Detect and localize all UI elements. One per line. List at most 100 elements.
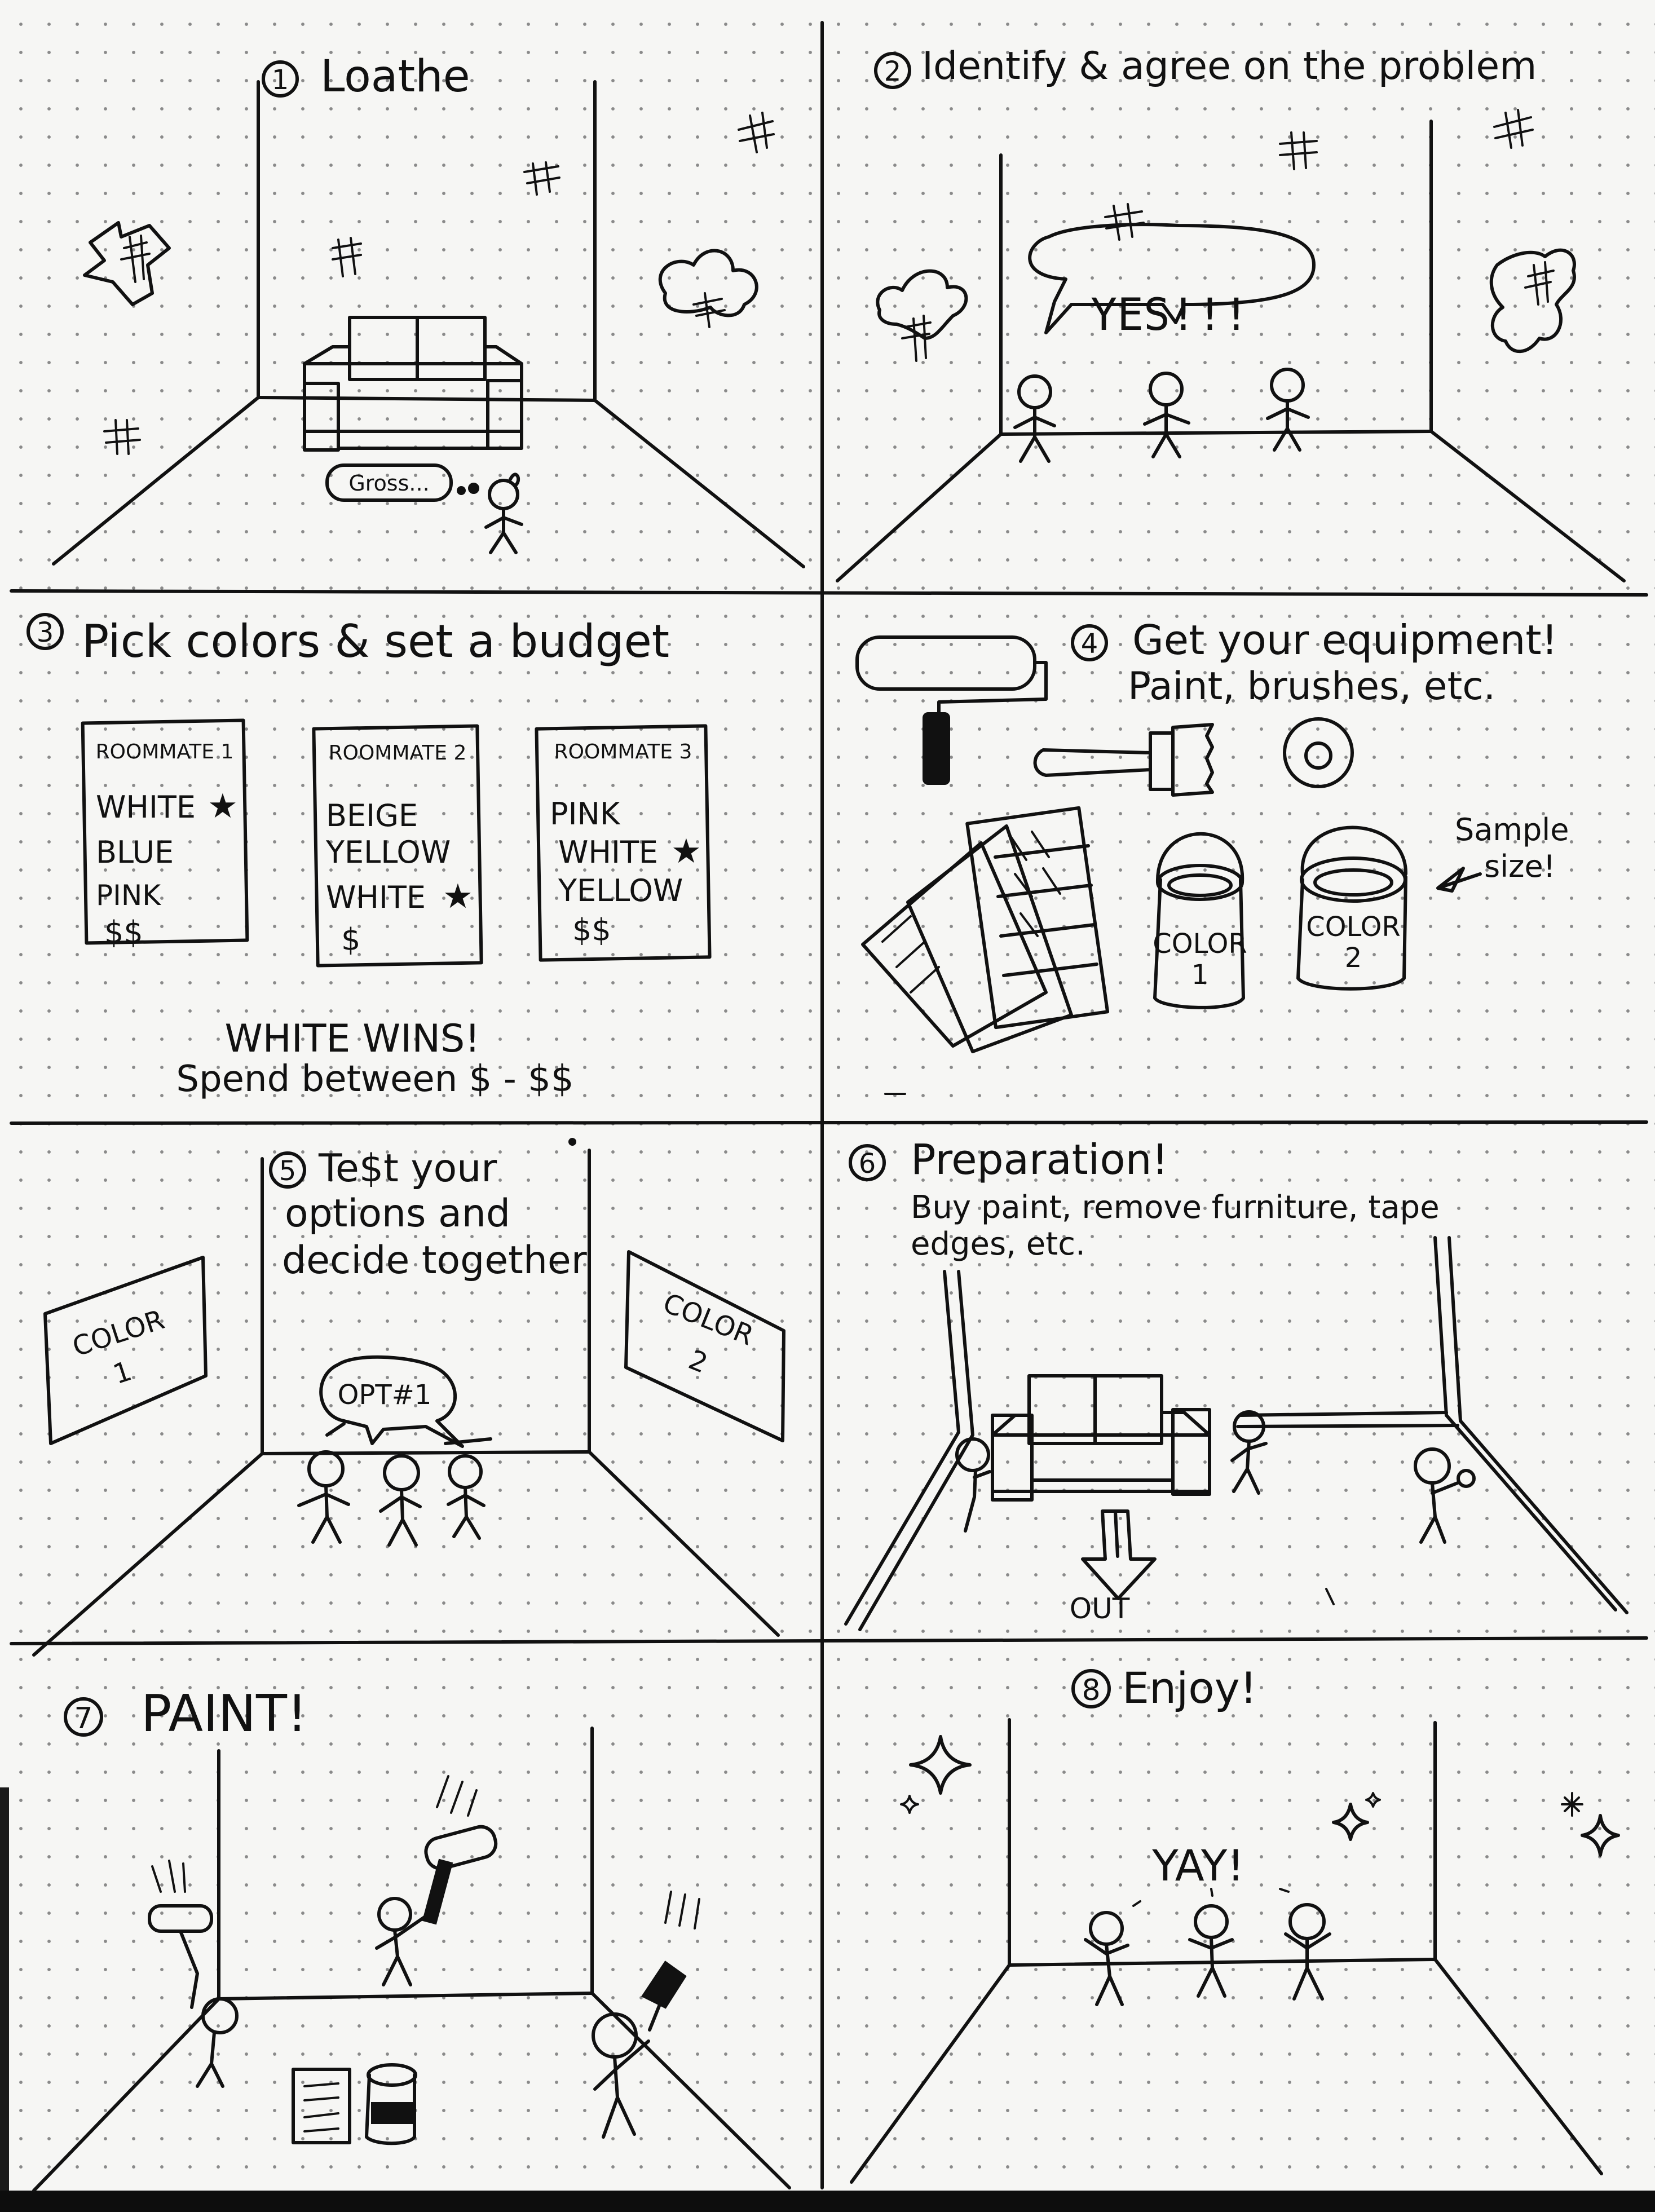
star-icon: ★ bbox=[208, 787, 238, 826]
stick-figure bbox=[1084, 1911, 1129, 2006]
card-line: WHITE bbox=[558, 835, 658, 870]
panel-1-room bbox=[52, 80, 805, 568]
tape-roll-icon bbox=[1283, 717, 1354, 788]
stain-right bbox=[1489, 248, 1576, 354]
paintbrush-icon bbox=[1033, 723, 1214, 797]
stick-figure bbox=[1230, 1410, 1268, 1495]
roommate-3-card: ROOMMATE 3 PINK WHITE ★ YELLOW $$ bbox=[535, 724, 712, 962]
panel-6-subtitle: Buy paint, remove furniture, tape bbox=[911, 1189, 1440, 1226]
card-line: $ bbox=[341, 922, 360, 957]
gross-bubble-text: Gross... bbox=[348, 471, 429, 496]
star-icon: ★ bbox=[443, 877, 473, 916]
panel-8-title: Enjoy! bbox=[1122, 1663, 1257, 1713]
stick-figure bbox=[484, 473, 523, 554]
yay-text: YAY! bbox=[1151, 1840, 1244, 1891]
sparkle-icon bbox=[1332, 1803, 1369, 1841]
panel-6-subtitle: edges, etc. bbox=[911, 1226, 1085, 1262]
panel-2-title: Identify & agree on the problem bbox=[922, 44, 1537, 89]
panel-4-subtitle: Paint, brushes, etc. bbox=[1128, 664, 1495, 709]
panel-5-number: 5 bbox=[279, 1155, 297, 1187]
white-wins-text: WHITE WINS! bbox=[224, 1017, 480, 1061]
swatch-label: COLOR bbox=[69, 1304, 169, 1363]
panel-4: 4 Get your equipment! Paint, brushes, et… bbox=[855, 616, 1569, 1095]
panel-8-number: 8 bbox=[1082, 1674, 1100, 1707]
brush-figure-right bbox=[592, 1891, 700, 2139]
stray-mark bbox=[1325, 1588, 1335, 1605]
panel-4-number: 4 bbox=[1081, 628, 1098, 660]
swatch-fan-icon bbox=[861, 806, 1110, 1053]
star-icon: ★ bbox=[671, 832, 701, 871]
panel-1-number: 1 bbox=[272, 64, 289, 96]
sparkle-icon bbox=[900, 1795, 919, 1814]
bubble-dot bbox=[468, 483, 479, 494]
card-line: $$ bbox=[104, 915, 143, 950]
budget-text: Spend between $ - $$ bbox=[176, 1058, 573, 1100]
panel-1-title: Loathe bbox=[320, 51, 470, 102]
bubble-dot bbox=[457, 486, 466, 495]
gross-bubble bbox=[325, 463, 453, 502]
panel-2-room bbox=[836, 120, 1626, 582]
panel-2-number-circle bbox=[874, 52, 911, 89]
stray-dot bbox=[568, 1138, 576, 1146]
panel-5: 5 Te$t your options and decide together … bbox=[32, 1138, 785, 1657]
panel-4-title: Get your equipment! bbox=[1132, 616, 1558, 664]
down-arrow-icon bbox=[1081, 1509, 1157, 1600]
card-heading: ROOMMATE 1 bbox=[96, 740, 234, 763]
panel-1-number-circle bbox=[262, 60, 299, 98]
panel-2: 2 Identify & agree on the problem YES!!! bbox=[836, 44, 1626, 582]
stain-right bbox=[658, 249, 758, 328]
stick-figure bbox=[955, 1437, 991, 1533]
card-line: WHITE bbox=[326, 880, 426, 915]
swatch-book-icon bbox=[292, 2068, 351, 2144]
panel-6-title: Preparation! bbox=[911, 1136, 1168, 1184]
panel-7-number: 7 bbox=[74, 1702, 92, 1736]
sparkle-icon bbox=[1561, 1792, 1583, 1817]
stick-figure bbox=[1143, 372, 1190, 458]
paint-can-icon bbox=[365, 2063, 417, 2145]
stain-left bbox=[876, 269, 968, 362]
can-label: COLOR bbox=[1306, 911, 1400, 943]
sofa bbox=[303, 316, 523, 452]
grime-marks-panel-1 bbox=[103, 112, 775, 455]
panel-6-number: 6 bbox=[859, 1148, 876, 1180]
stick-figure bbox=[1013, 374, 1056, 463]
sample-note: Sample bbox=[1455, 812, 1569, 847]
stray-mark bbox=[325, 1422, 492, 1445]
panel-4-number-circle bbox=[1071, 624, 1108, 661]
cheer-marks bbox=[1132, 1888, 1290, 1907]
card-line: PINK bbox=[550, 796, 621, 832]
roommate-1-card: ROOMMATE 1 WHITE ★ BLUE PINK $$ bbox=[81, 718, 249, 950]
panel-7-number-circle bbox=[64, 1697, 103, 1737]
panel-5-title: decide together bbox=[282, 1238, 587, 1283]
panel-3: 3 Pick colors & set a budget ROOMMATE 1 … bbox=[27, 613, 712, 1100]
panel-8: 8 Enjoy! YAY! bbox=[850, 1663, 1620, 2184]
stick-figure bbox=[379, 1454, 422, 1547]
panel-7-room bbox=[32, 1727, 791, 2192]
stick-figure bbox=[447, 1454, 486, 1540]
swatch-label: 2 bbox=[684, 1344, 712, 1379]
panel-8-room bbox=[850, 1718, 1603, 2184]
roller-figure-left bbox=[148, 1860, 239, 2088]
grime-marks-panel-2 bbox=[1104, 109, 1534, 241]
panel-grid bbox=[10, 21, 1648, 2189]
stick-figure bbox=[1188, 1904, 1234, 1998]
swatch-label: COLOR bbox=[659, 1287, 758, 1352]
scan-edge-bottom bbox=[0, 2191, 1655, 2212]
panel-8-number-circle bbox=[1071, 1669, 1111, 1708]
swatch-label: 1 bbox=[109, 1355, 135, 1390]
panel-6-number-circle bbox=[849, 1144, 886, 1181]
roller-figure-center bbox=[375, 1775, 498, 1986]
stick-figure bbox=[1284, 1903, 1331, 2001]
opt-speech-bubble bbox=[319, 1355, 464, 1448]
can-label: 2 bbox=[1345, 942, 1362, 974]
color-swatch-2: COLOR 2 bbox=[624, 1250, 785, 1442]
panel-1: 1 Loathe bbox=[52, 51, 805, 568]
yes-speech-bubble bbox=[1028, 223, 1316, 334]
paint-roller-icon bbox=[855, 635, 1048, 785]
card-line: BLUE bbox=[96, 835, 174, 870]
panel-3-number-circle bbox=[27, 613, 64, 650]
stick-figure bbox=[297, 1450, 350, 1544]
panel-5-number-circle bbox=[269, 1151, 306, 1189]
